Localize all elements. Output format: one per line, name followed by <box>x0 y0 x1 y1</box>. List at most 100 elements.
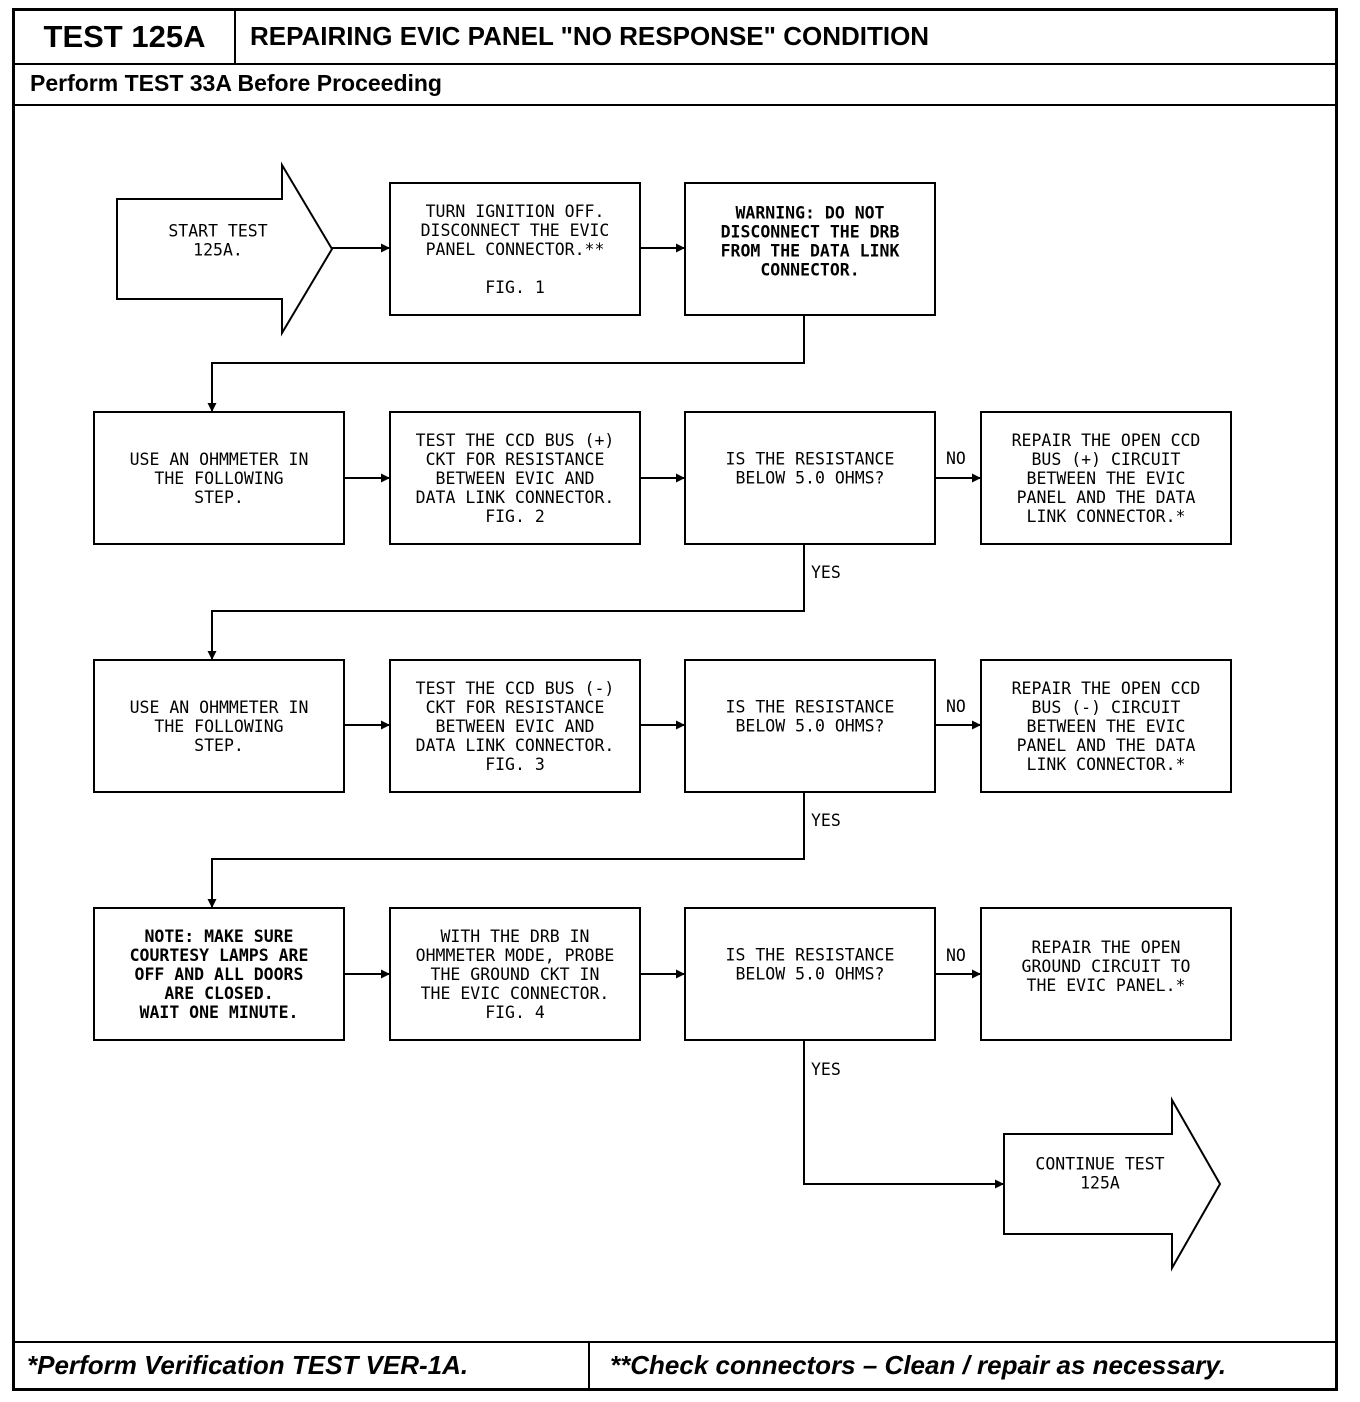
row1-test-box-line: TEST THE CCD BUS (+) <box>416 431 615 450</box>
row3-question-box <box>684 907 936 1041</box>
connector-row1-prep-to-test-arrowhead <box>381 473 390 483</box>
row3-no-label: NO <box>946 946 966 965</box>
row3-question-box-line: BELOW 5.0 OHMS? <box>735 965 884 984</box>
footer-connector-note: **Check connectors – Clean / repair as n… <box>610 1350 1227 1380</box>
page-frame <box>12 8 1338 1391</box>
row3-test-box-line: THE EVIC CONNECTOR. <box>421 984 610 1003</box>
warning-box-line: FROM THE DATA LINK <box>721 242 900 261</box>
row2-question-box-line: BELOW 5.0 OHMS? <box>735 717 884 736</box>
connector-row1-no-arrowhead <box>972 473 981 483</box>
row3-note-box-line: OFF AND ALL DOORS <box>135 965 304 984</box>
row1-repair-box-line: PANEL AND THE DATA <box>1017 488 1196 507</box>
row1-yes-label: YES <box>811 563 841 582</box>
page-title: REPAIRING EVIC PANEL "NO RESPONSE" CONDI… <box>250 21 930 51</box>
connector-warning-to-row1 <box>211 315 805 412</box>
connector-warning-to-row1-arrowhead <box>207 403 217 412</box>
row1-test-box-line: BETWEEN EVIC AND <box>436 469 595 488</box>
row1-question-box-line: BELOW 5.0 OHMS? <box>735 469 884 488</box>
ignition-off-box-line: PANEL CONNECTOR.** <box>426 240 605 259</box>
connector-row3-yes <box>803 1040 1004 1185</box>
connector-row1-test-to-question-arrowhead <box>676 473 685 483</box>
ignition-off-box-line: TURN IGNITION OFF. <box>426 202 605 221</box>
row1-repair-box-line: BUS (+) CIRCUIT <box>1031 450 1180 469</box>
row2-question-box-line: IS THE RESISTANCE <box>726 698 895 717</box>
footer-verification-note: *Perform Verification TEST VER-1A. <box>15 1343 590 1388</box>
connector-row1-yes <box>211 544 805 660</box>
row1-ohmmeter-box-line: USE AN OHMMETER IN <box>130 450 309 469</box>
row3-repair-box-line: GROUND CIRCUIT TO <box>1022 957 1191 976</box>
row2-question-box <box>684 659 936 793</box>
ignition-off-box <box>389 182 641 316</box>
row3-yes-label: YES <box>811 1060 841 1079</box>
row3-repair-box-line: THE EVIC PANEL.* <box>1027 976 1186 995</box>
row1-no-label: NO <box>946 449 966 468</box>
row1-repair-box-line: BETWEEN THE EVIC <box>1027 469 1186 488</box>
row2-test-box-line: FIG. 3 <box>485 755 545 774</box>
row3-note-box-line: COURTESY LAMPS ARE <box>130 946 309 965</box>
row3-test-box <box>389 907 641 1041</box>
test-id: TEST 125A <box>15 11 236 63</box>
subheader-divider <box>15 104 1335 106</box>
row2-test-box-line: DATA LINK CONNECTOR. <box>416 736 615 755</box>
connector-row2-yes-arrowhead <box>207 899 217 908</box>
connector-row3-no-arrowhead <box>972 969 981 979</box>
row2-test-box <box>389 659 641 793</box>
row3-repair-box-line: REPAIR THE OPEN <box>1031 938 1180 957</box>
row3-repair-box <box>980 907 1232 1041</box>
connector-row1-yes-arrowhead <box>207 651 217 660</box>
row2-repair-box-line: BUS (-) CIRCUIT <box>1031 698 1180 717</box>
ignition-off-box-line: DISCONNECT THE EVIC <box>421 221 610 240</box>
row1-repair-box-line: REPAIR THE OPEN CCD <box>1012 431 1201 450</box>
warning-box-line: WARNING: DO NOT <box>735 204 884 223</box>
row1-ohmmeter-box-line: THE FOLLOWING <box>154 469 283 488</box>
row2-repair-box <box>980 659 1232 793</box>
row3-test-box-line: FIG. 4 <box>485 1003 545 1022</box>
start-arrow-line: 125A. <box>193 241 243 260</box>
row3-test-box-line: WITH THE DRB IN <box>440 927 589 946</box>
row2-repair-box-line: BETWEEN THE EVIC <box>1027 717 1186 736</box>
row3-test-box-line: THE GROUND CKT IN <box>431 965 600 984</box>
continue-arrow <box>1003 1096 1222 1272</box>
start-arrow-line: START TEST <box>168 222 267 241</box>
connector-row2-no-arrowhead <box>972 720 981 730</box>
row1-question-box-line: IS THE RESISTANCE <box>726 450 895 469</box>
connector-row2-prep-to-test-arrowhead <box>381 720 390 730</box>
row3-note-box-line: WAIT ONE MINUTE. <box>140 1003 299 1022</box>
row3-note-box-line: ARE CLOSED. <box>164 984 273 1003</box>
footer-divider <box>15 1341 1335 1343</box>
connector-row3-test-to-question-arrowhead <box>676 969 685 979</box>
row3-note-box-line: NOTE: MAKE SURE <box>144 927 293 946</box>
row2-ohmmeter-box-line: STEP. <box>194 736 244 755</box>
row1-question-box <box>684 411 936 545</box>
row2-test-box-line: BETWEEN EVIC AND <box>436 717 595 736</box>
header-divider <box>15 63 1335 65</box>
warning-box-line: DISCONNECT THE DRB <box>721 223 900 242</box>
continue-arrow-line: CONTINUE TEST <box>1035 1155 1164 1174</box>
row2-repair-box-line: PANEL AND THE DATA <box>1017 736 1196 755</box>
row2-no-label: NO <box>946 697 966 716</box>
row2-repair-box-line: LINK CONNECTOR.* <box>1027 755 1186 774</box>
row3-test-box-line: OHMMETER MODE, PROBE <box>416 946 615 965</box>
connector-row2-test-to-question-arrowhead <box>676 720 685 730</box>
row2-repair-box-line: REPAIR THE OPEN CCD <box>1012 679 1201 698</box>
connector-start-to-step1-arrowhead <box>381 243 390 253</box>
warning-box-line: CONNECTOR. <box>760 261 859 280</box>
warning-box <box>684 182 936 316</box>
connector-row3-yes-arrowhead <box>995 1179 1004 1189</box>
start-arrow <box>116 161 334 337</box>
row2-ohmmeter-box <box>93 659 345 793</box>
